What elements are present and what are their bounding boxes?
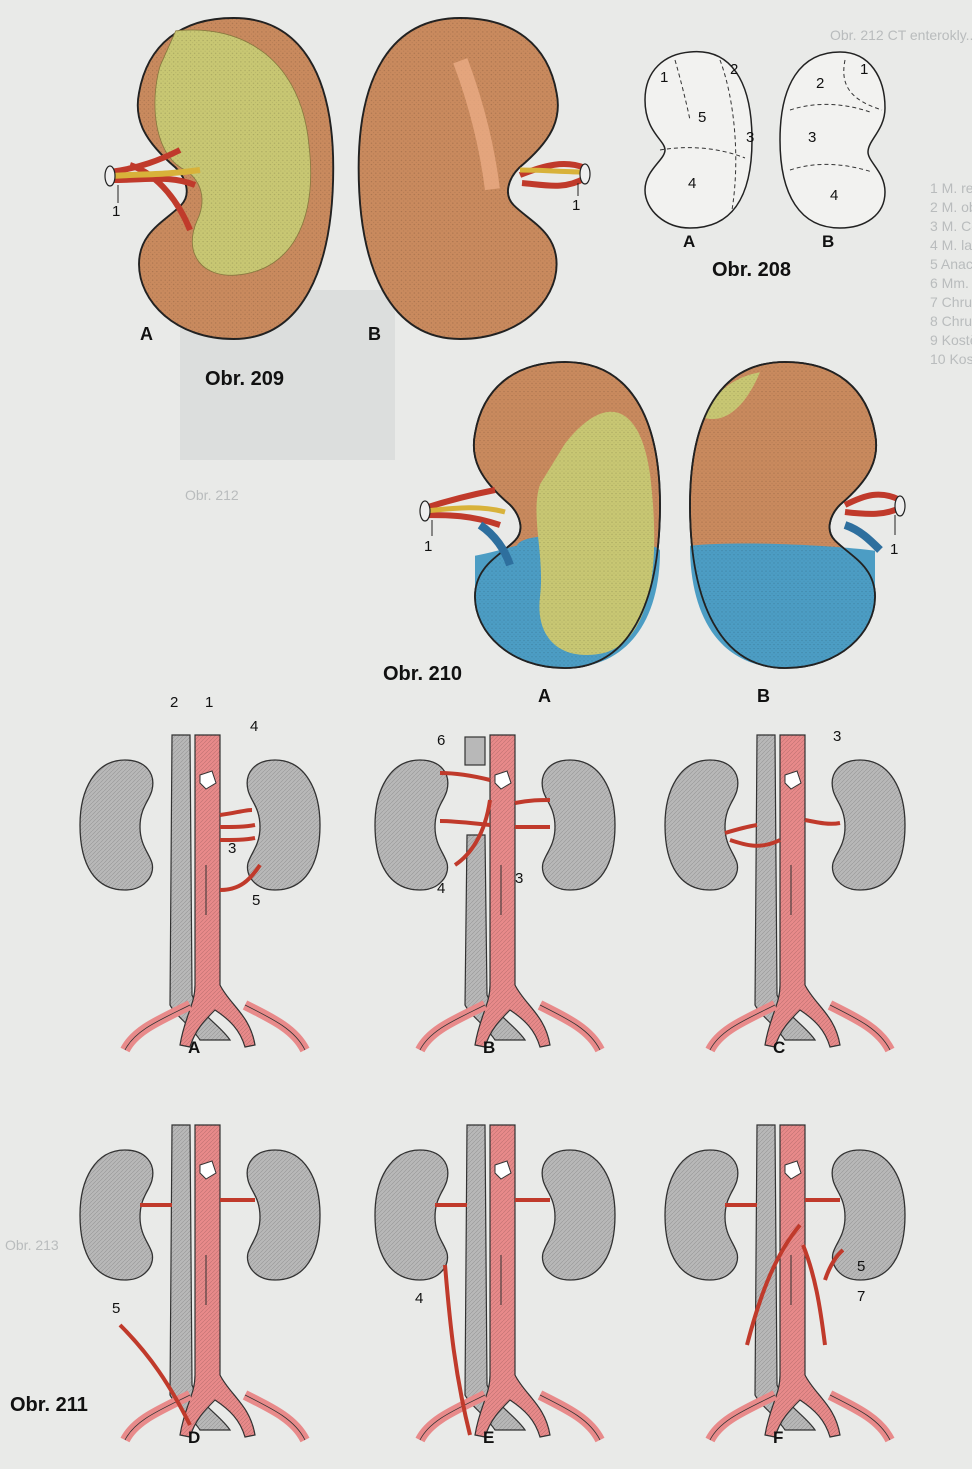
fig210-kidney-a: 1 A [420, 362, 660, 706]
renal-artery [515, 800, 550, 803]
ghost-line: 4 M. latissimus [930, 237, 972, 253]
fig211-callout: 3 [833, 728, 841, 745]
ghost-line: 6 Mm. intercostale [930, 275, 972, 291]
fig208-a-segment: 5 [698, 109, 706, 126]
fig210-b-callout: 1 [890, 541, 898, 558]
fig211-panel-b: 6 4 3B [375, 732, 615, 1057]
fig211-callout: 4 [250, 718, 258, 735]
fig208-a-label: A [683, 232, 695, 251]
ghost-line: 2 M. obliqu... [930, 199, 972, 215]
fig211-callout: 6 [437, 732, 445, 749]
fig210-b-label: B [757, 686, 770, 706]
ghost-caption: Obr. 212 [185, 487, 239, 503]
ivc-stump [465, 737, 485, 765]
fig211-callout: 2 [170, 694, 178, 711]
fig208-b-segment: 4 [830, 187, 838, 204]
fig208-a-segment: 4 [688, 175, 696, 192]
fig211-panel-label: E [483, 1428, 494, 1447]
fig209-caption: Obr. 209 [205, 368, 284, 390]
fig211-panel-a: 2 1 4 3 5A [80, 694, 320, 1057]
renal-artery [725, 825, 757, 833]
fig210-a-callout: 1 [424, 538, 432, 555]
ghost-heading: Obr. 212 CT enterokly... [830, 27, 972, 43]
renal-artery [805, 820, 840, 824]
ghost-line: 8 Chrupavka ... [930, 313, 972, 329]
fig208-a-segment: 1 [660, 69, 668, 86]
ghost-line: 9 Kostěná část [930, 332, 972, 348]
fig208-kidney-a: 1 2 5 3 4 A [645, 52, 754, 251]
fig211-callout: 3 [228, 840, 236, 857]
fig211-callout: 5 [252, 892, 260, 909]
fig208-b-segment: 1 [860, 61, 868, 78]
fig211-callout: 1 [205, 694, 213, 711]
fig211-panel-label: A [188, 1038, 200, 1057]
fig211-panel-c: 3C [665, 728, 905, 1057]
fig211-caption: Obr. 211 [10, 1394, 88, 1416]
ghost-line: 3 M. Cervica... [930, 218, 972, 234]
fig211-panel-d: 5D [80, 1125, 320, 1447]
fig209-b-callout: 1 [572, 197, 580, 214]
fig208-kidney-b: 2 1 3 4 B [780, 52, 885, 251]
fig208-a-segment: 2 [730, 61, 738, 78]
fig211-callout: 3 [515, 870, 523, 887]
ghost-caption: Obr. 213 [5, 1237, 59, 1253]
fig211-callout: 5 [857, 1258, 865, 1275]
renal-artery [803, 1245, 825, 1345]
fig211-panel-f: 5 7F [665, 1125, 905, 1447]
fig208-caption: Obr. 208 [712, 259, 791, 281]
fig211-callout: 4 [415, 1290, 423, 1307]
fig209-kidney-b: 1 B [359, 18, 590, 344]
fig210-a-label: A [538, 686, 551, 706]
figure-208: 1 2 5 3 4 A 2 1 3 4 B Obr. 208 [645, 52, 885, 281]
fig208-b-label: B [822, 232, 834, 251]
renal-artery [220, 825, 255, 827]
fig211-callout: 7 [857, 1288, 865, 1305]
renal-artery [220, 838, 255, 840]
fig211-panel-e: 4E [375, 1125, 615, 1447]
fig211-panel-label: B [483, 1038, 495, 1057]
ghost-line: 10 Kostěná... [930, 351, 972, 367]
fig209-b-label: B [368, 324, 381, 344]
fig209-a-label: A [140, 324, 153, 344]
ghost-line: 5 Anacrhiasti... [930, 256, 972, 272]
fig209-kidney-a: 1 A [105, 18, 333, 344]
fig211-callout: 4 [437, 880, 445, 897]
fig208-b-segment: 3 [808, 129, 816, 146]
fig211-panel-label: F [773, 1428, 783, 1447]
ghost-line: 1 M. rectus [930, 180, 972, 196]
fig208-b-segment: 2 [816, 75, 824, 92]
fig210-caption: Obr. 210 [383, 663, 462, 685]
ghost-line: 7 Chrupavka 7. žeb [930, 294, 972, 310]
fig211-callout: 5 [112, 1300, 120, 1317]
fig208-a-segment: 3 [746, 129, 754, 146]
fig209-a-callout: 1 [112, 203, 120, 220]
renal-artery [220, 810, 252, 815]
fig210-kidney-b: 1 B [690, 362, 905, 706]
fig211-panel-label: C [773, 1038, 785, 1057]
fig211-panel-label: D [188, 1428, 200, 1447]
figure-210: 1 A 1 B Obr. 210 [383, 362, 905, 706]
